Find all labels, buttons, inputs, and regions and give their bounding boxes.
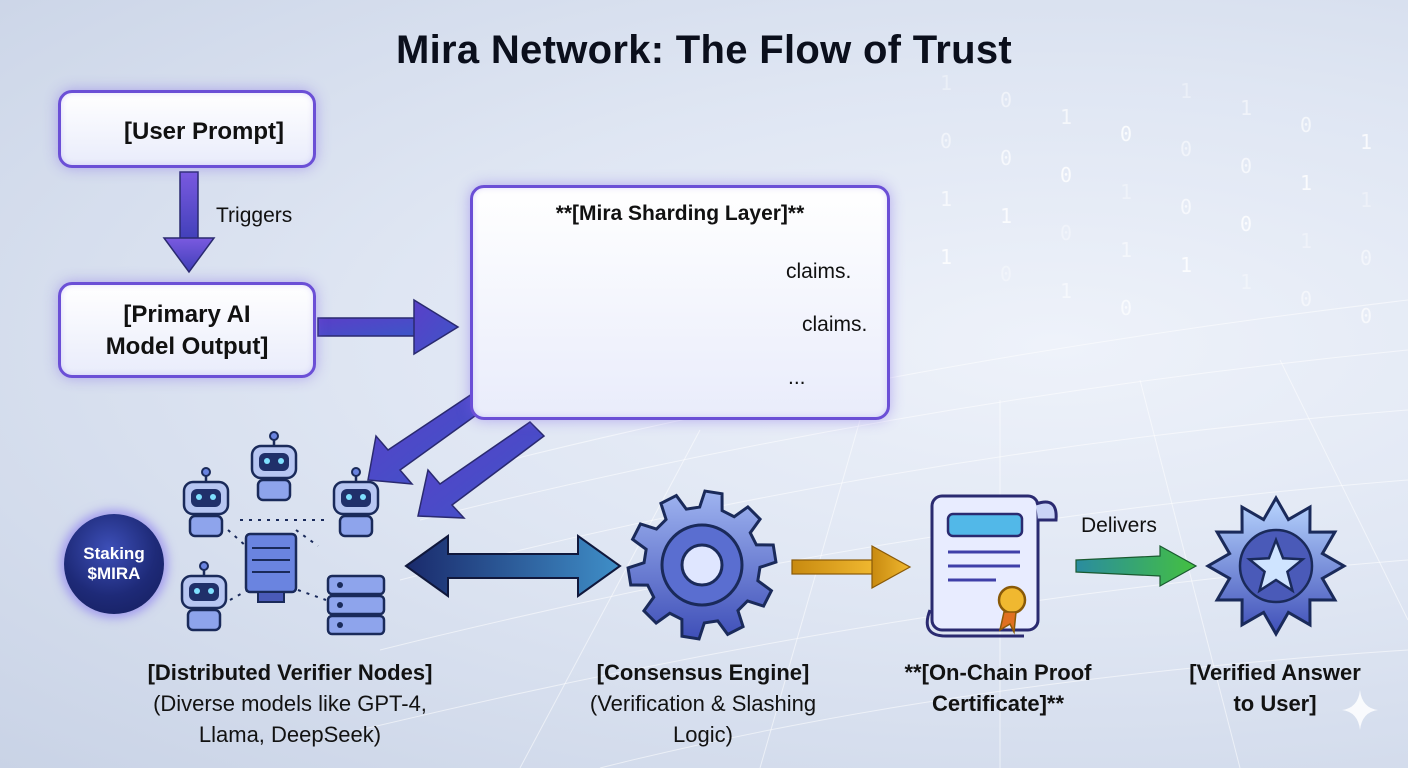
- binary-digit: 0: [940, 129, 952, 153]
- robot-icon: [182, 467, 230, 538]
- sharding-layer-node: **[Mira Sharding Layer]**: [470, 185, 890, 420]
- binary-digit: 0: [1180, 137, 1192, 161]
- binary-digit: 1: [1360, 130, 1372, 154]
- staking-badge: Staking $MIRA: [64, 514, 164, 614]
- binary-digit: 1: [1300, 171, 1312, 195]
- consensus-gear-icon: [626, 489, 778, 641]
- binary-digit: 1: [1180, 79, 1192, 103]
- binary-digit: 1: [940, 71, 952, 95]
- consensus-engine-label: [Consensus Engine] (Verification & Slashi…: [548, 657, 858, 750]
- binary-rain: 1 0 1 1 0 0 1 0 1 0 0 1 0 1 1 0 1 0 0 1 1 0 0 1 0 1 1 0 1 1 0 0: [940, 71, 1372, 328]
- binary-digit: 0: [1000, 88, 1012, 112]
- arrows-to-verifiers: [367, 393, 546, 519]
- star-badge-icon: [1204, 494, 1348, 638]
- consensus-engine-subtitle: (Verification & Slashing Logic): [589, 691, 817, 747]
- binary-digit: 1: [1300, 229, 1312, 253]
- verified-answer-label: [Verified Answer to User]: [1189, 660, 1361, 716]
- delivers-label: Delivers: [1081, 514, 1157, 537]
- binary-digit: 1: [1240, 96, 1252, 120]
- binary-digit: 0: [1360, 304, 1372, 328]
- arrow-delivers: [1075, 544, 1198, 588]
- binary-digit: 1: [1180, 253, 1192, 277]
- binary-digit: 0: [1180, 195, 1192, 219]
- binary-digit: 0: [1120, 296, 1132, 320]
- binary-digit: 1: [1060, 279, 1072, 303]
- robot-icon: [180, 561, 228, 632]
- certificate-label: **[On-Chain Proof Certificate]**: [904, 660, 1092, 716]
- arrow-bidirectional: [404, 534, 622, 598]
- binary-digit: 1: [1060, 105, 1072, 129]
- page-title: Mira Network: The Flow of Trust: [396, 28, 1012, 72]
- claim-label: claims.: [802, 313, 868, 336]
- robot-icon: [250, 431, 298, 502]
- binary-digit: 1: [1360, 188, 1372, 212]
- binary-digit: 0: [1300, 287, 1312, 311]
- arrow-triggers: [162, 171, 216, 274]
- verifier-cluster: [180, 431, 386, 636]
- server-icon: [326, 574, 386, 636]
- verifier-nodes-title: [Distributed Verifier Nodes]: [147, 660, 433, 685]
- consensus-engine-title: [Consensus Engine]: [596, 660, 810, 685]
- binary-digit: 0: [1000, 146, 1012, 170]
- primary-output-node: [Primary AI Model Output]: [58, 282, 316, 378]
- server-icon: [244, 532, 298, 603]
- binary-digit: 0: [1360, 246, 1372, 270]
- binary-digit: 1: [940, 187, 952, 211]
- triggers-label: Triggers: [216, 204, 293, 227]
- certificate-scroll-icon: [925, 494, 1058, 638]
- primary-output-label: [Primary AI Model Output]: [105, 301, 269, 360]
- binary-digit: 1: [1120, 238, 1132, 262]
- user-prompt-node: [User Prompt]: [58, 90, 316, 168]
- binary-digit: 0: [1240, 154, 1252, 178]
- binary-digit: 1: [940, 245, 952, 269]
- binary-digit: 0: [1300, 113, 1312, 137]
- claim-label: ...: [788, 366, 806, 389]
- binary-digit: 0: [1000, 262, 1012, 286]
- binary-digit: 1: [1120, 180, 1132, 204]
- binary-digit: 0: [1240, 212, 1252, 236]
- binary-digit: 0: [1060, 221, 1072, 245]
- robot-icon: [332, 467, 380, 538]
- binary-digit: 0: [1120, 122, 1132, 146]
- user-prompt-label: [User Prompt]: [124, 118, 285, 145]
- arrow-to-sharding: [317, 298, 460, 356]
- verifier-nodes-subtitle: (Diverse models like GPT-4, Llama, DeepS…: [153, 691, 427, 747]
- sharding-layer-title: **[Mira Sharding Layer]**: [555, 202, 805, 225]
- arrow-to-certificate: [791, 544, 912, 590]
- binary-digit: 1: [1000, 204, 1012, 228]
- wire-grid: [359, 299, 1408, 768]
- claim-label: claims.: [786, 260, 852, 283]
- verifier-nodes-label: [Distributed Verifier Nodes] (Diverse mod…: [80, 657, 500, 750]
- binary-digit: 0: [1060, 163, 1072, 187]
- binary-digit: 1: [1240, 270, 1252, 294]
- sparkle-icon: [1342, 690, 1378, 730]
